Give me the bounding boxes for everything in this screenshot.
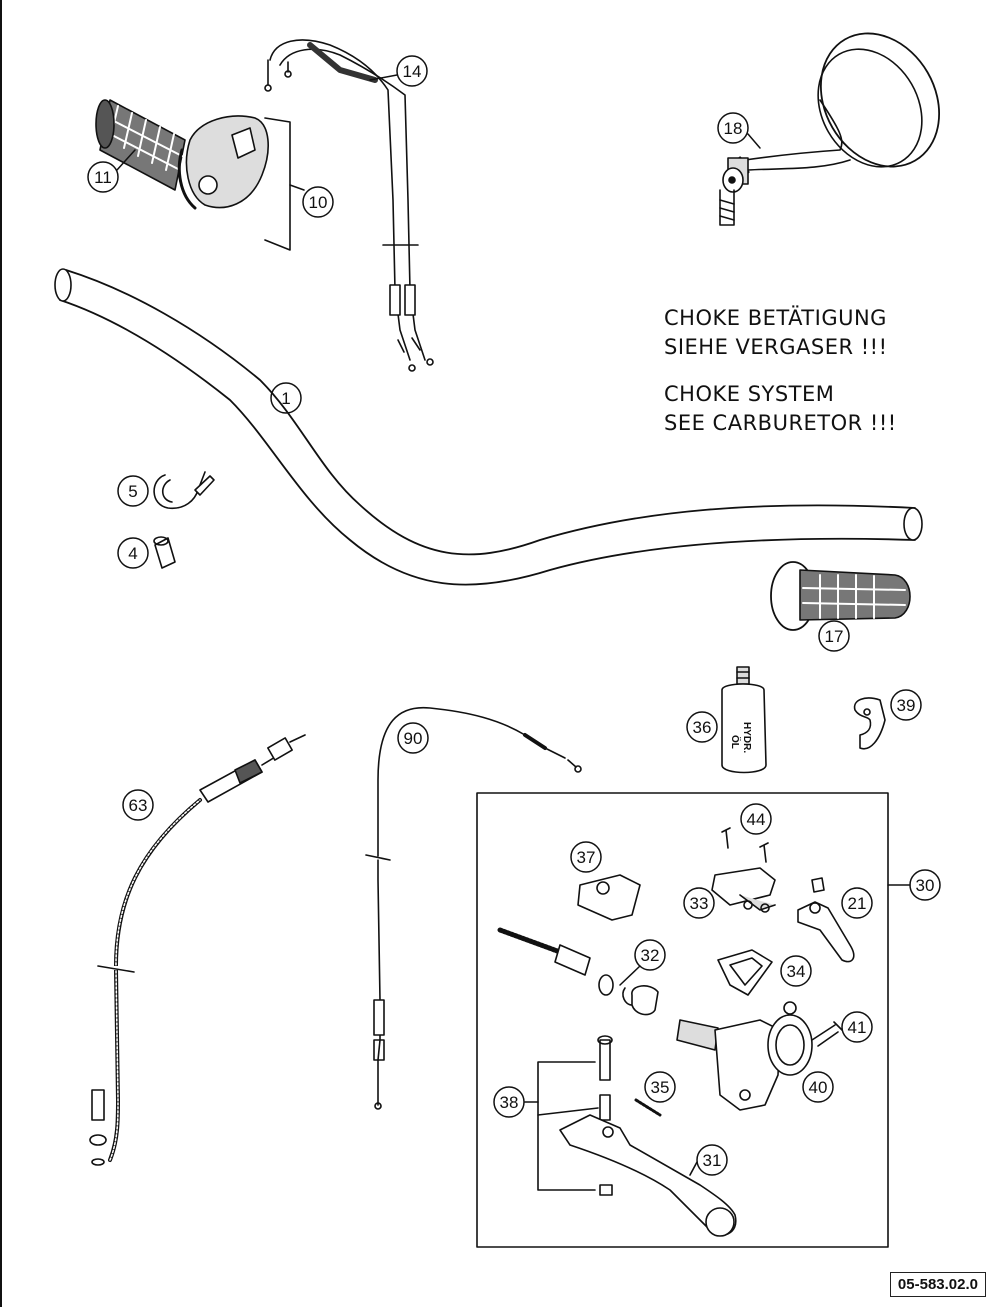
throttle-grip	[95, 99, 186, 191]
callout-10	[302, 186, 334, 218]
drawing-code: 05-583.02.0	[889, 1272, 986, 1297]
callout-11	[87, 161, 119, 193]
callout-32	[634, 939, 666, 971]
note-de-line1: CHOKE BETÄTIGUNG	[664, 306, 887, 330]
callout-63	[122, 789, 154, 821]
callout-number-10: 10	[309, 193, 328, 212]
adjuster-21	[797, 877, 855, 963]
callout-labels: 1451011141718213031323334353637383940414…	[94, 62, 934, 1170]
callout-34	[780, 955, 812, 987]
pivot-parts	[524, 1035, 613, 1196]
callout-number-1: 1	[281, 389, 290, 408]
callout-number-11: 11	[94, 168, 112, 187]
spring-35	[634, 1098, 662, 1117]
callout-90	[397, 722, 429, 754]
callout-number-41: 41	[848, 1018, 867, 1037]
callout-17	[818, 620, 850, 652]
callout-number-33: 33	[690, 894, 709, 913]
mirror	[719, 32, 941, 226]
callout-18	[717, 112, 749, 144]
bar-end-plug	[153, 536, 176, 569]
callout-37	[570, 841, 602, 873]
bottle-label-line2: ÖL	[729, 735, 742, 749]
callout-33	[683, 887, 715, 919]
choke-note-german: CHOKE BETÄTIGUNG SIEHE VERGASER !!!	[664, 304, 888, 362]
callout-number-31: 31	[703, 1151, 722, 1170]
callout-number-32: 32	[641, 946, 660, 965]
left-grip	[770, 561, 911, 631]
callout-number-36: 36	[693, 718, 712, 737]
gasket-34	[717, 949, 773, 996]
callout-36	[686, 711, 718, 743]
callout-30	[909, 869, 941, 901]
callout-4	[117, 537, 149, 569]
piston-kit	[497, 927, 659, 1016]
callout-38	[493, 1086, 525, 1118]
callout-41	[841, 1011, 873, 1043]
callout-number-30: 30	[916, 876, 935, 895]
brake-assembly-box	[476, 792, 889, 1248]
callout-number-17: 17	[825, 627, 844, 646]
callout-number-38: 38	[500, 1093, 519, 1112]
reservoir-lid	[711, 867, 776, 913]
callout-number-14: 14	[403, 62, 422, 81]
callout-number-37: 37	[577, 848, 596, 867]
callout-number-44: 44	[747, 810, 766, 829]
callout-40	[802, 1071, 834, 1103]
callout-35	[644, 1071, 676, 1103]
callout-number-39: 39	[897, 696, 916, 715]
throttle-housing	[177, 115, 269, 210]
callout-number-35: 35	[651, 1078, 670, 1097]
brake-lever	[559, 1114, 737, 1237]
throttle-cables	[264, 39, 434, 372]
callout-number-90: 90	[404, 729, 423, 748]
note-de-line2: SIEHE VERGASER !!!	[664, 335, 888, 359]
callout-1	[270, 382, 302, 414]
callout-14	[396, 55, 428, 87]
callout-number-5: 5	[128, 482, 137, 501]
hydraulic-oil-bottle: HYDR. ÖL	[721, 666, 767, 774]
choke-note-english: CHOKE SYSTEM SEE CARBURETOR !!!	[664, 380, 897, 438]
clamp	[853, 697, 886, 750]
note-en-line1: CHOKE SYSTEM	[664, 382, 835, 406]
hot-start-cable	[89, 734, 306, 1166]
callout-21	[841, 887, 873, 919]
callout-number-4: 4	[128, 544, 137, 563]
callout-number-40: 40	[809, 1078, 828, 1097]
callout-number-63: 63	[129, 796, 148, 815]
bottle-label-line1: HYDR.	[741, 722, 752, 753]
bracket-10	[264, 117, 305, 251]
callout-number-18: 18	[724, 119, 743, 138]
note-en-line2: SEE CARBURETOR !!!	[664, 411, 897, 435]
callout-31	[696, 1144, 728, 1176]
master-cylinder	[676, 1001, 813, 1111]
handlebar	[54, 268, 923, 586]
cable-tie	[153, 471, 215, 510]
callout-5	[117, 475, 149, 507]
screws-44	[721, 827, 769, 863]
callout-44	[740, 803, 772, 835]
callouts	[87, 55, 941, 1176]
callout-39	[890, 689, 922, 721]
cover-37	[577, 874, 641, 921]
callout-number-34: 34	[787, 962, 806, 981]
clutch-cable	[364, 706, 582, 1110]
callout-number-21: 21	[848, 894, 867, 913]
bolt-41	[811, 1021, 843, 1047]
